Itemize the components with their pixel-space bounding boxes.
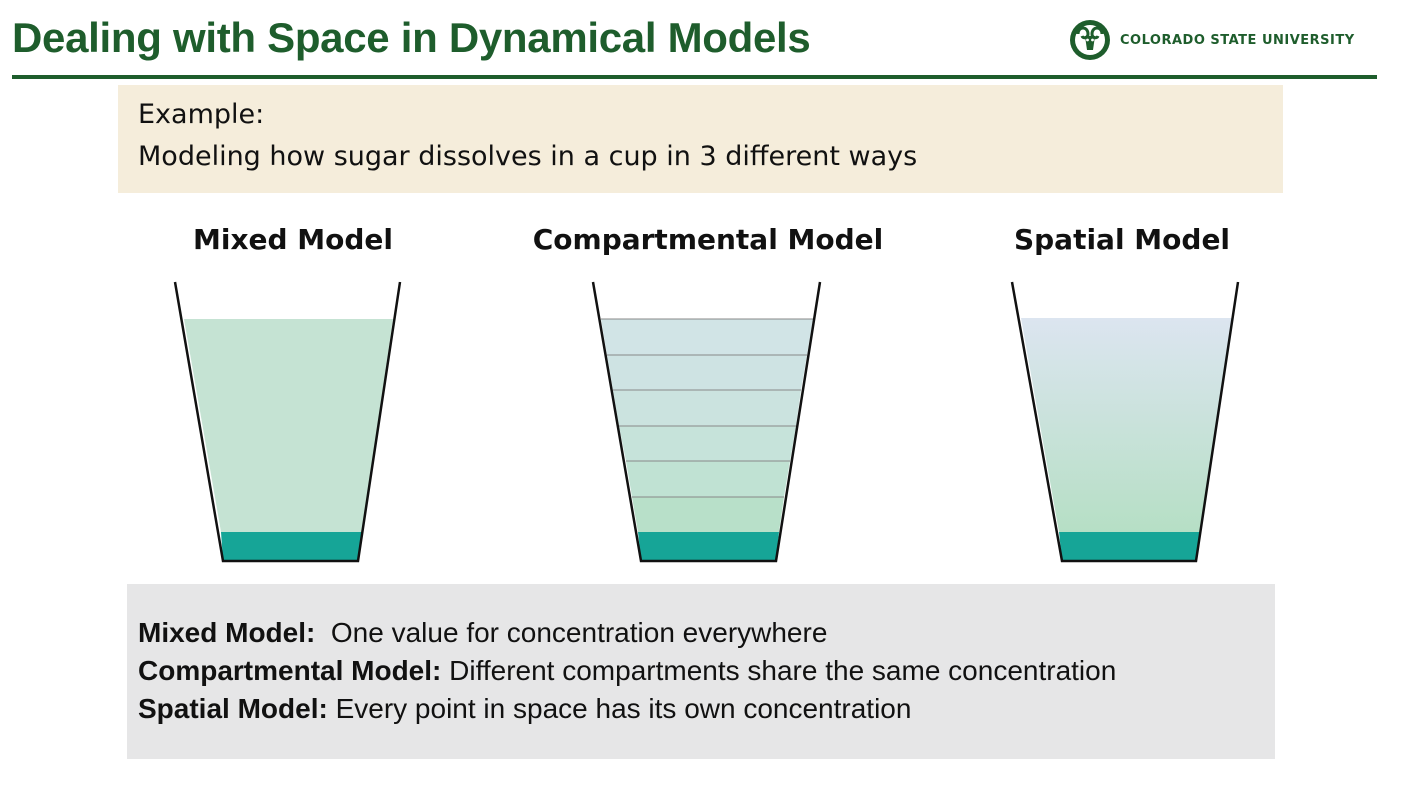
university-logo: COLORADO STATE UNIVERSITY	[1068, 18, 1355, 62]
compartment-2	[607, 355, 807, 390]
liquid-uniform	[184, 319, 393, 532]
compartment-1	[601, 319, 813, 355]
sugar-layer	[638, 532, 779, 561]
definition-text: Different compartments share the same co…	[449, 655, 1117, 686]
compartment-6	[632, 497, 784, 532]
definition-text: One value for concentration everywhere	[330, 617, 828, 648]
spatial-model-title: Spatial Model	[1013, 223, 1231, 256]
definition-compartmental: Compartmental Model: Different compartme…	[138, 655, 1116, 687]
slide-title: Dealing with Space in Dynamical Models	[12, 14, 811, 61]
ram-head-icon	[1070, 20, 1110, 60]
spatial-model-cup	[1010, 281, 1240, 563]
logo-text: COLORADO STATE UNIVERSITY	[1120, 32, 1355, 48]
definition-text: Every point in space has its own concent…	[335, 693, 912, 724]
definition-term: Compartmental Model:	[138, 655, 442, 686]
definition-mixed: Mixed Model: One value for concentration…	[138, 617, 827, 649]
title-rule	[12, 75, 1377, 79]
mixed-model-title: Mixed Model	[192, 223, 394, 256]
example-label: Example:	[138, 99, 265, 130]
compartment-4	[619, 426, 796, 461]
sugar-layer	[1059, 532, 1201, 561]
cup-outline	[173, 281, 402, 563]
definitions-box: Mixed Model: One value for concentration…	[127, 584, 1275, 759]
definition-term: Mixed Model:	[138, 617, 316, 648]
example-description: Modeling how sugar dissolves in a cup in…	[138, 141, 918, 172]
compartment-3	[613, 390, 801, 426]
definition-term: Spatial Model:	[138, 693, 328, 724]
mixed-model-cup	[173, 281, 402, 563]
compartment-dividers	[601, 318, 813, 498]
cup-outline	[1010, 281, 1240, 563]
liquid-gradient	[1021, 318, 1232, 532]
compartment-5	[626, 461, 790, 497]
definition-spatial: Spatial Model: Every point in space has …	[138, 693, 911, 725]
sugar-layer	[221, 532, 362, 561]
compartmental-model-cup	[591, 281, 822, 563]
cup-outline	[591, 281, 822, 563]
compartmental-model-title: Compartmental Model	[532, 223, 884, 256]
example-box: Example: Modeling how sugar dissolves in…	[118, 85, 1283, 193]
